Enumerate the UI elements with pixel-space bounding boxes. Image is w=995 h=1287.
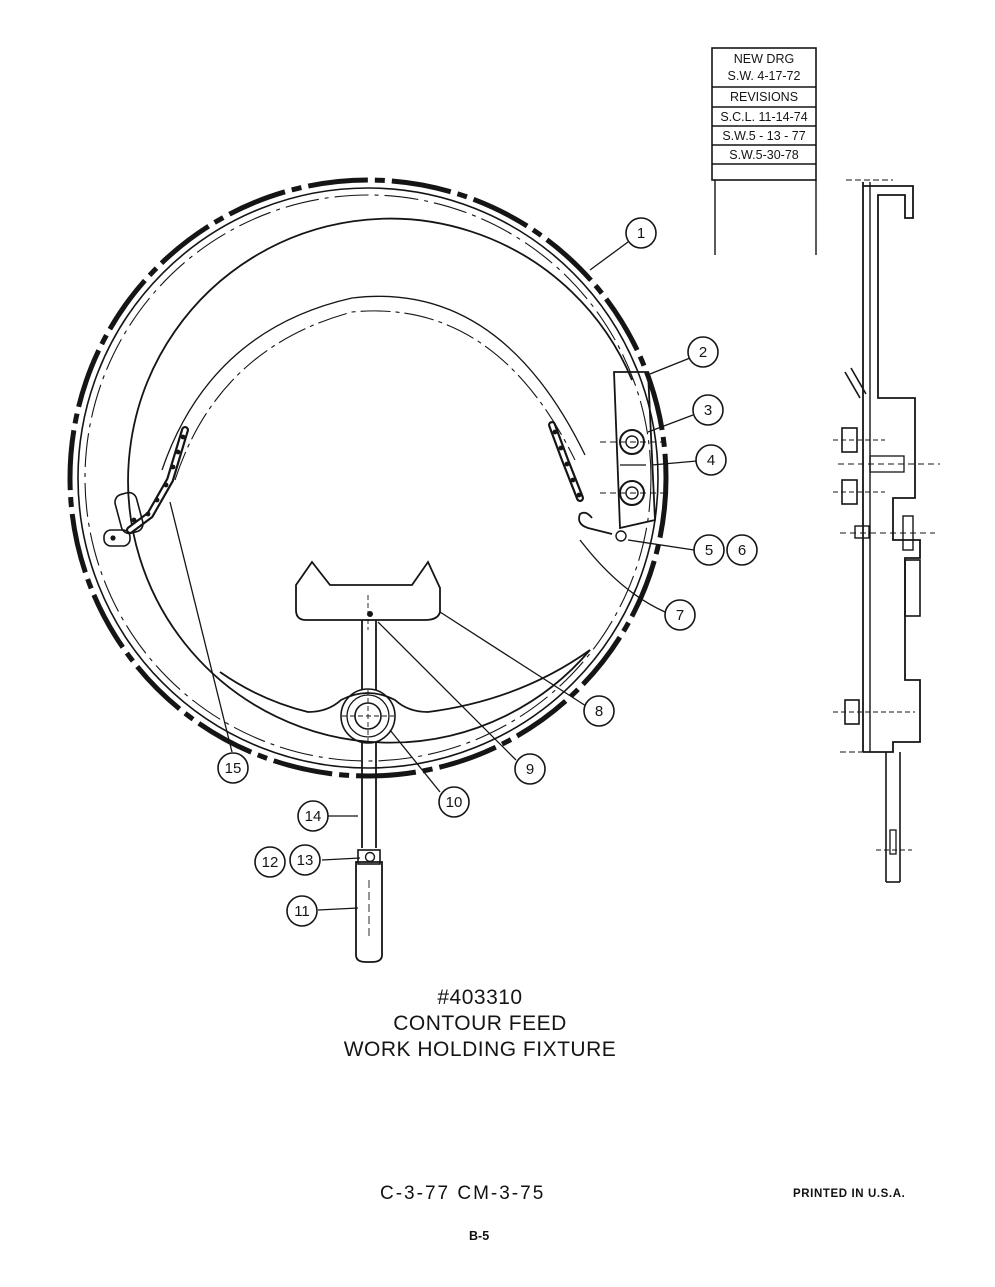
svg-text:9: 9 <box>526 761 534 778</box>
callout-12: 12 <box>254 846 286 878</box>
callout-5: 5 <box>693 534 725 566</box>
part-number: #403310 <box>437 986 523 1009</box>
svg-text:13: 13 <box>297 852 314 869</box>
callout-3: 3 <box>692 394 724 426</box>
svg-text:6: 6 <box>738 542 746 559</box>
svg-text:5: 5 <box>705 542 713 559</box>
chain-guide-path <box>161 295 586 481</box>
svg-text:8: 8 <box>595 703 603 720</box>
side-view <box>833 179 940 883</box>
left-chain <box>103 426 189 547</box>
callout-8: 8 <box>583 695 615 727</box>
svg-text:11: 11 <box>294 903 310 920</box>
callout-6: 6 <box>726 534 758 566</box>
callout-9: 9 <box>514 753 546 785</box>
callout-11: 11 <box>286 895 318 927</box>
roller-bracket <box>578 371 668 542</box>
work-support <box>295 560 441 630</box>
right-chain <box>548 421 584 502</box>
svg-text:3: 3 <box>704 402 712 419</box>
svg-text:10: 10 <box>446 794 463 811</box>
callout-14: 14 <box>297 800 329 832</box>
printed-in-note: PRINTED IN U.S.A. <box>793 1188 906 1200</box>
callout-4: 4 <box>695 444 727 476</box>
revision-row: S.C.L. 11-14-74 <box>720 110 807 124</box>
callout-1: 1 <box>625 217 657 249</box>
svg-text:4: 4 <box>707 452 715 469</box>
svg-text:12: 12 <box>262 854 279 871</box>
svg-text:2: 2 <box>699 344 707 361</box>
svg-text:1: 1 <box>637 225 645 242</box>
revision-row: NEW DRG <box>734 52 794 66</box>
revision-block: NEW DRG S.W. 4-17-72 REVISIONS S.C.L. 11… <box>711 47 817 255</box>
revision-row: REVISIONS <box>730 90 798 104</box>
callout-15: 15 <box>217 752 249 784</box>
callout-2: 2 <box>687 336 719 368</box>
callout-13: 13 <box>289 844 321 876</box>
revision-row: S.W.5-30-78 <box>729 148 799 162</box>
revision-row: S.W. 4-17-72 <box>728 69 801 83</box>
drawing-title-line-2: WORK HOLDING FIXTURE <box>343 1038 617 1061</box>
svg-text:15: 15 <box>225 760 242 777</box>
leader-lines <box>169 241 709 911</box>
drawing-title-line-1: CONTOUR FEED <box>393 1012 567 1035</box>
page-number: B-5 <box>469 1229 490 1243</box>
hub-and-arm <box>340 620 396 963</box>
callout-10: 10 <box>438 786 470 818</box>
revision-row: S.W.5 - 13 - 77 <box>722 129 805 143</box>
svg-text:7: 7 <box>676 607 684 624</box>
ring-plate <box>67 177 669 779</box>
callout-7: 7 <box>664 599 696 631</box>
drawing-codes: C-3-77 CM-3-75 <box>380 1183 546 1204</box>
svg-text:14: 14 <box>305 808 322 825</box>
